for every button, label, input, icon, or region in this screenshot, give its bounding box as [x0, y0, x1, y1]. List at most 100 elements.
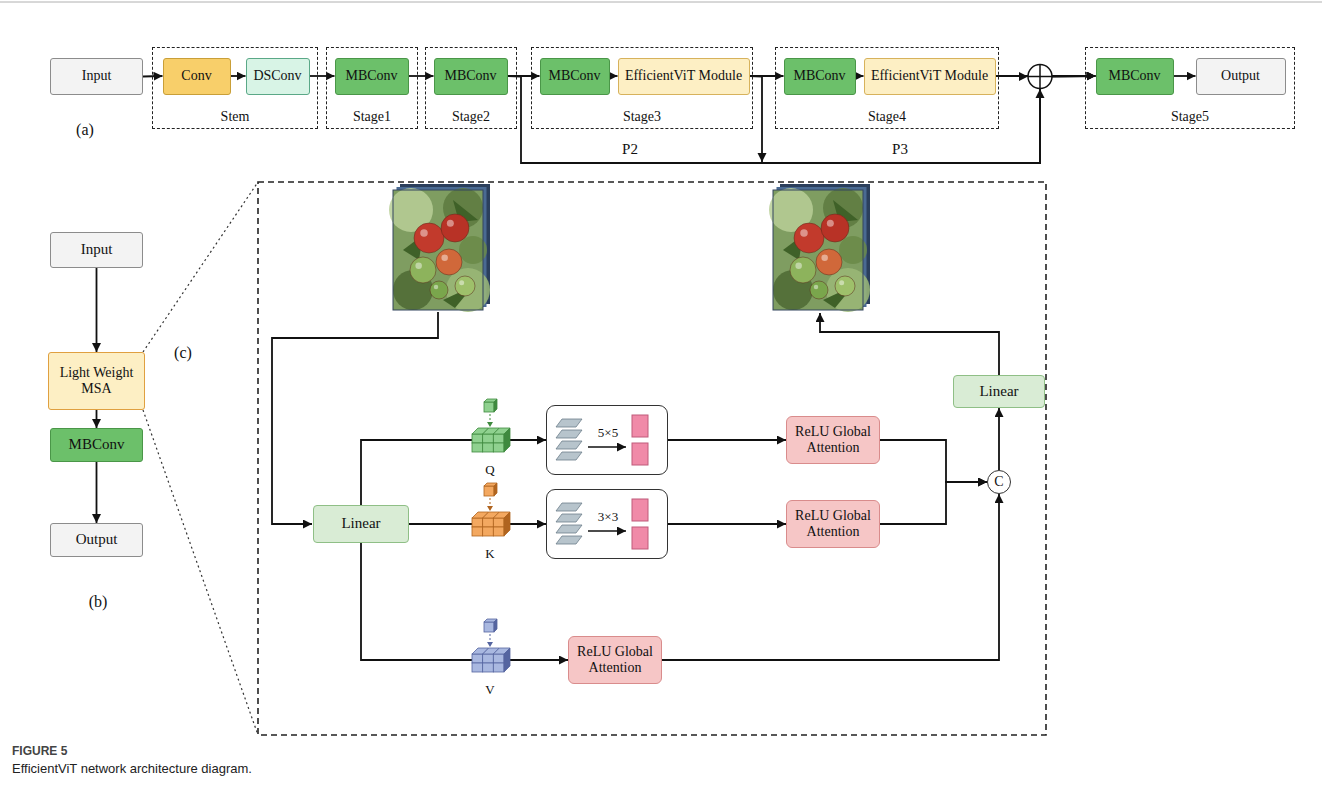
decoration	[472, 663, 483, 672]
decoration	[393, 190, 483, 310]
decoration	[483, 663, 494, 672]
decoration	[484, 402, 494, 412]
decoration	[493, 527, 504, 536]
decoration	[588, 530, 626, 532]
mbconv-box: MBConv	[540, 58, 610, 95]
mbconv-box: MBConv	[50, 428, 143, 462]
connector	[1174, 75, 1196, 77]
conv-kernel-box: 3×3	[546, 489, 668, 559]
connector	[856, 75, 864, 77]
input-box: Input	[50, 232, 143, 268]
node-label: Output	[1221, 68, 1260, 84]
decoration	[487, 422, 493, 427]
decoration	[556, 415, 648, 549]
stage-label: Stage3	[532, 109, 752, 125]
sum-circle	[1028, 65, 1052, 89]
decoration	[441, 254, 448, 261]
stage-group: Conv DSConvStem	[152, 47, 318, 129]
decoration	[800, 229, 808, 237]
decoration	[556, 441, 582, 449]
connector	[361, 543, 568, 660]
decoration	[814, 285, 819, 290]
attention-box: Light Weight MSA	[48, 352, 145, 410]
stage-group: MBConvStage1	[326, 47, 418, 129]
dsconv-box: DSConv	[246, 58, 310, 95]
concat-circle: C	[987, 470, 1011, 494]
decoration	[97, 76, 1196, 660]
decoration	[632, 527, 648, 549]
decoration	[483, 527, 494, 536]
decoration	[810, 281, 828, 299]
decoration	[447, 220, 454, 227]
decoration	[420, 229, 428, 237]
node-label: Linear	[341, 515, 380, 532]
decoration	[493, 443, 504, 452]
decoration	[493, 434, 504, 443]
decoration	[472, 518, 483, 527]
linear-box: Linear	[953, 375, 1045, 408]
decoration	[556, 419, 582, 427]
decoration	[484, 486, 494, 496]
arrow-head	[1036, 89, 1045, 98]
decoration	[493, 518, 504, 527]
decoration	[773, 190, 863, 310]
decoration	[556, 536, 582, 544]
decoration	[794, 223, 824, 253]
node-label: MBConv	[1108, 68, 1160, 84]
decoration	[410, 257, 436, 283]
decoration	[556, 430, 582, 438]
node-label: C	[994, 474, 1003, 490]
decoration	[790, 257, 816, 283]
tomato-photo	[389, 184, 490, 312]
decoration	[472, 654, 483, 663]
decoration	[494, 399, 497, 412]
decoration	[483, 434, 494, 443]
input-box: Input	[50, 58, 143, 95]
mbconv-box: MBConv	[784, 58, 856, 95]
decoration	[556, 514, 582, 522]
connector	[96, 462, 98, 523]
node-label: MBConv	[345, 68, 397, 84]
decoration	[816, 249, 842, 275]
connector	[96, 410, 98, 428]
efficientvit-module-box: EfficientViT Module	[864, 58, 996, 95]
stage-group: MBConvOutputStage5	[1085, 47, 1295, 129]
node-label: Output	[76, 531, 118, 548]
matrix-icon	[472, 483, 510, 536]
decoration	[504, 428, 510, 452]
conv-kernel-box: 5×5	[546, 405, 668, 475]
decoration	[389, 184, 870, 312]
stage-label: Stage1	[327, 109, 417, 125]
decoration	[441, 214, 469, 242]
node-label: ReLU Global Attention	[791, 508, 875, 540]
connector	[610, 75, 618, 77]
node-label: Conv	[181, 68, 211, 84]
decoration	[484, 622, 494, 632]
decoration	[556, 452, 582, 460]
decoration	[588, 446, 626, 448]
decoration	[483, 518, 494, 527]
linear-box: Linear	[313, 505, 409, 543]
detail-frame	[258, 182, 1046, 735]
matrix-label: K	[485, 547, 494, 562]
stage-label: Stem	[153, 109, 317, 125]
decoration	[504, 512, 510, 536]
node-label: EfficientViT Module	[625, 68, 742, 84]
node-label: Input	[81, 241, 113, 258]
arrow-head	[1019, 72, 1028, 81]
decoration	[483, 654, 494, 663]
decoration	[821, 254, 828, 261]
stage-label: Stage4	[776, 109, 998, 125]
matrix-label: V	[485, 683, 494, 698]
decoration	[436, 249, 462, 275]
output-box: Output	[50, 523, 143, 557]
top-rule	[0, 2, 1322, 3]
connector	[998, 408, 1000, 470]
decoration	[504, 648, 510, 672]
path-label: P3	[889, 141, 911, 158]
sum-symbol	[1019, 65, 1052, 99]
decoration	[835, 276, 855, 296]
stage-label: Stage2	[426, 109, 516, 125]
connector	[310, 75, 335, 77]
